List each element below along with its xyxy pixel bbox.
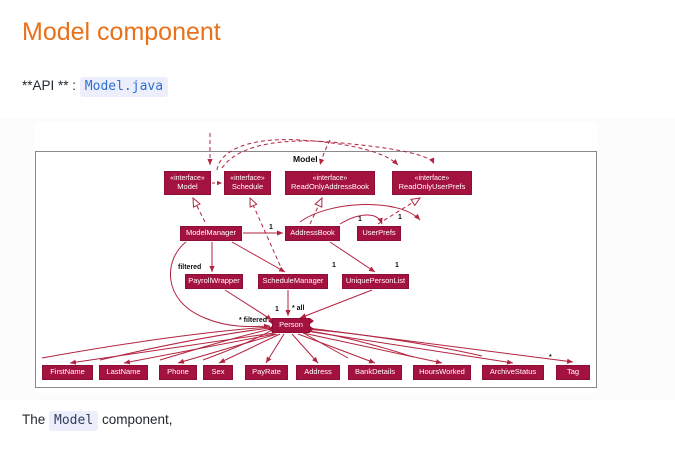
caption-code-model[interactable]: Model xyxy=(49,411,99,431)
multiplicity-label-filtered-person: * filtered xyxy=(239,317,268,324)
node-lastname[interactable]: LastName xyxy=(99,365,148,380)
node-userprefs[interactable]: UserPrefs xyxy=(357,226,401,241)
node-label: ReadOnlyUserPrefs xyxy=(398,181,466,191)
node-firstname[interactable]: FirstName xyxy=(42,365,93,380)
node-label: Person xyxy=(279,320,303,330)
node-label: Model xyxy=(177,181,198,191)
node-interface-readonlyaddressbook[interactable]: «interface» ReadOnlyAddressBook xyxy=(285,171,375,195)
node-label: FirstName xyxy=(50,367,85,377)
node-address[interactable]: Address xyxy=(296,365,340,380)
node-label: Sex xyxy=(211,367,225,377)
node-schedulemanager[interactable]: ScheduleManager xyxy=(258,274,328,289)
node-label: UserPrefs xyxy=(362,228,396,238)
node-stereotype: «interface» xyxy=(170,174,205,182)
node-label: PayrollWrapper xyxy=(188,276,240,286)
node-label: AddressBook xyxy=(290,228,335,238)
node-interface-model[interactable]: «interface» Model xyxy=(164,171,211,195)
node-bankdetails[interactable]: BankDetails xyxy=(348,365,402,380)
node-label: ArchiveStatus xyxy=(489,367,537,377)
node-addressbook[interactable]: AddressBook xyxy=(285,226,340,241)
node-label: ReadOnlyAddressBook xyxy=(291,181,369,191)
multiplicity-label: 1 xyxy=(269,224,273,231)
page-title: Model component xyxy=(22,18,221,46)
node-sex[interactable]: Sex xyxy=(203,365,233,380)
node-modelmanager[interactable]: ModelManager xyxy=(180,226,242,241)
multiplicity-label-all: * all xyxy=(292,305,305,312)
node-payrollwrapper[interactable]: PayrollWrapper xyxy=(185,274,243,289)
multiplicity-label: 1 xyxy=(275,306,279,313)
node-person[interactable]: Person xyxy=(272,318,310,333)
node-label: PayRate xyxy=(252,367,281,377)
node-label: Tag xyxy=(566,367,580,377)
node-uniquepersonlist[interactable]: UniquePersonList xyxy=(342,274,409,289)
node-payrate[interactable]: PayRate xyxy=(245,365,288,380)
multiplicity-label: 1 xyxy=(358,216,362,223)
package-label: Model xyxy=(293,154,318,164)
node-label: ScheduleManager xyxy=(262,276,324,286)
node-label: UniquePersonList xyxy=(345,276,406,286)
node-archivestatus[interactable]: ArchiveStatus xyxy=(482,365,544,380)
node-stereotype: «interface» xyxy=(312,174,348,182)
node-stereotype: «interface» xyxy=(414,174,450,182)
api-code-model-java[interactable]: Model.java xyxy=(79,77,169,97)
multiplicity-label: * xyxy=(549,354,552,361)
node-label: LastName xyxy=(106,367,141,377)
api-label: **API ** : xyxy=(22,78,77,93)
caption-after: component, xyxy=(101,412,173,427)
node-interface-readonlyuserprefs[interactable]: «interface» ReadOnlyUserPrefs xyxy=(392,171,472,195)
multiplicity-label: 1 xyxy=(395,262,399,269)
node-stereotype: «interface» xyxy=(230,174,265,182)
multiplicity-label-filtered: filtered xyxy=(178,264,202,271)
node-label: ModelManager xyxy=(185,228,237,238)
multiplicity-label: 1 xyxy=(332,262,336,269)
node-hoursworked[interactable]: HoursWorked xyxy=(413,365,471,380)
multiplicity-label: 1 xyxy=(398,214,402,221)
node-phone[interactable]: Phone xyxy=(159,365,197,380)
caption-text: The Model component, xyxy=(22,411,173,431)
node-label: Schedule xyxy=(231,181,264,191)
node-interface-schedule[interactable]: «interface» Schedule xyxy=(224,171,271,195)
node-label: HoursWorked xyxy=(419,367,465,377)
api-line: **API ** : Model.java xyxy=(22,77,169,97)
caption-before: The xyxy=(22,412,46,427)
node-label: BankDetails xyxy=(354,367,396,377)
node-label: Address xyxy=(304,367,332,377)
node-label: Phone xyxy=(167,367,189,377)
node-tag[interactable]: Tag xyxy=(556,365,590,380)
